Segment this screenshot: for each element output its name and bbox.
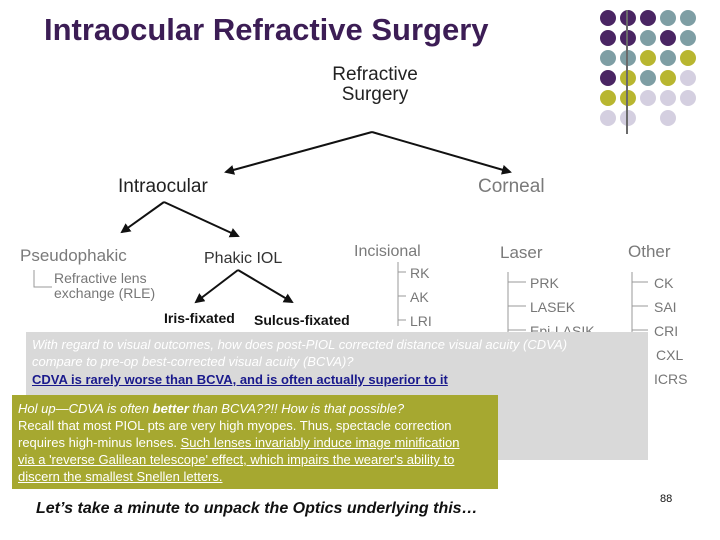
incisional-item-ak: AK xyxy=(410,289,429,305)
decorative-dot xyxy=(620,50,636,66)
other-node: Other xyxy=(628,242,671,261)
decorative-dot xyxy=(600,10,616,26)
question-text: With regard to visual outcomes, how does… xyxy=(32,336,642,370)
explanation-intro-post: than BCVA??!! How is that possible? xyxy=(188,401,405,416)
decorative-dot xyxy=(680,90,696,106)
page-number: 88 xyxy=(660,493,673,505)
intraocular-to-pseudophakic-arrow xyxy=(120,201,165,234)
decorative-dot xyxy=(640,90,656,106)
decorative-divider xyxy=(626,10,628,134)
decorative-dot xyxy=(680,50,696,66)
decorative-dot xyxy=(620,30,636,46)
decorative-dot xyxy=(660,50,676,66)
decorative-dot xyxy=(660,90,676,106)
decorative-dot xyxy=(660,70,676,86)
other-item-ck: CK xyxy=(654,275,674,291)
decorative-dot xyxy=(640,30,656,46)
intraocular-node: Intraocular xyxy=(118,176,208,197)
question-line1: With regard to visual outcomes, how does… xyxy=(32,337,568,352)
laser-item-lasek: LASEK xyxy=(530,299,576,315)
root-to-intraocular-arrow xyxy=(224,131,373,175)
laser-item-prk: PRK xyxy=(530,275,559,291)
footer-text: Let’s take a minute to unpack the Optics… xyxy=(36,500,478,517)
decorative-dot xyxy=(660,30,676,46)
root-node: Refractive Surgery xyxy=(320,64,430,106)
phakic-iol-node: Phakic IOL xyxy=(204,250,283,267)
root-line2: Surgery xyxy=(341,84,409,105)
laser-node: Laser xyxy=(500,243,543,262)
decorative-dot xyxy=(680,30,696,46)
other-item-cri: CRI xyxy=(654,323,679,339)
rle-line1: Refractive lens xyxy=(54,270,147,286)
decorative-dot xyxy=(660,110,676,126)
decorative-dot xyxy=(600,50,616,66)
decorative-dot xyxy=(600,70,616,86)
decorative-dot xyxy=(600,110,616,126)
incisional-item-lri: LRI xyxy=(410,313,432,329)
question-line2: compare to pre-op best-corrected visual … xyxy=(32,354,354,369)
explanation-intro: Hol up—CDVA is often better than BCVA??!… xyxy=(18,400,492,417)
explanation-line3-underlined: Such lenses invariably induce image mini… xyxy=(180,435,460,450)
other-item-icrs: ICRS xyxy=(654,371,688,387)
decorative-dot xyxy=(680,70,696,86)
decorative-dot xyxy=(620,90,636,106)
incisional-item-rk: RK xyxy=(410,265,430,281)
decorative-dot xyxy=(640,10,656,26)
decorative-dot xyxy=(620,70,636,86)
corneal-node: Corneal xyxy=(478,176,545,197)
intraocular-to-phakic-arrow xyxy=(163,201,240,238)
root-line1: Refractive xyxy=(332,64,418,85)
decorative-dot xyxy=(600,90,616,106)
explanation-line3: requires high-minus lenses. Such lenses … xyxy=(18,434,492,451)
phakic-to-iris-arrow xyxy=(194,269,239,304)
answer-text: CDVA is rarely worse than BCVA, and is o… xyxy=(32,372,448,387)
explanation-box: Hol up—CDVA is often better than BCVA??!… xyxy=(12,395,498,489)
other-item-sai: SAI xyxy=(654,299,677,315)
decorative-dot xyxy=(640,70,656,86)
explanation-line3-pre: requires high-minus lenses. xyxy=(18,435,181,450)
explanation-line5: discern the smallest Snellen letters. xyxy=(18,469,223,484)
root-to-corneal-arrow xyxy=(371,131,512,175)
other-item-cxl: CXL xyxy=(656,347,684,363)
decorative-dot xyxy=(600,30,616,46)
explanation-line4: via a 'reverse Galilean telescope' effec… xyxy=(18,452,455,467)
decorative-dot xyxy=(620,10,636,26)
rle-line2: exchange (RLE) xyxy=(54,285,156,301)
explanation-intro-bold: better xyxy=(152,401,189,416)
iris-fixated-node: Iris-fixated xyxy=(164,310,235,326)
rle-bracket xyxy=(33,270,52,288)
explanation-intro-pre: Hol up—CDVA is often xyxy=(18,401,153,416)
phakic-to-sulcus-arrow xyxy=(237,269,294,304)
rle-node: Refractive lens exchange (RLE) xyxy=(54,271,155,301)
decorative-dot xyxy=(680,10,696,26)
pseudophakic-node: Pseudophakic xyxy=(20,246,127,265)
decorative-dot xyxy=(620,110,636,126)
explanation-line2: Recall that most PIOL pts are very high … xyxy=(18,418,452,433)
incisional-node: Incisional xyxy=(354,243,421,260)
decorative-dot xyxy=(640,50,656,66)
decorative-dot xyxy=(660,10,676,26)
decorative-dot-grid xyxy=(600,10,710,126)
sulcus-fixated-node: Sulcus-fixated xyxy=(254,312,350,328)
slide-title: Intraocular Refractive Surgery xyxy=(44,12,489,47)
